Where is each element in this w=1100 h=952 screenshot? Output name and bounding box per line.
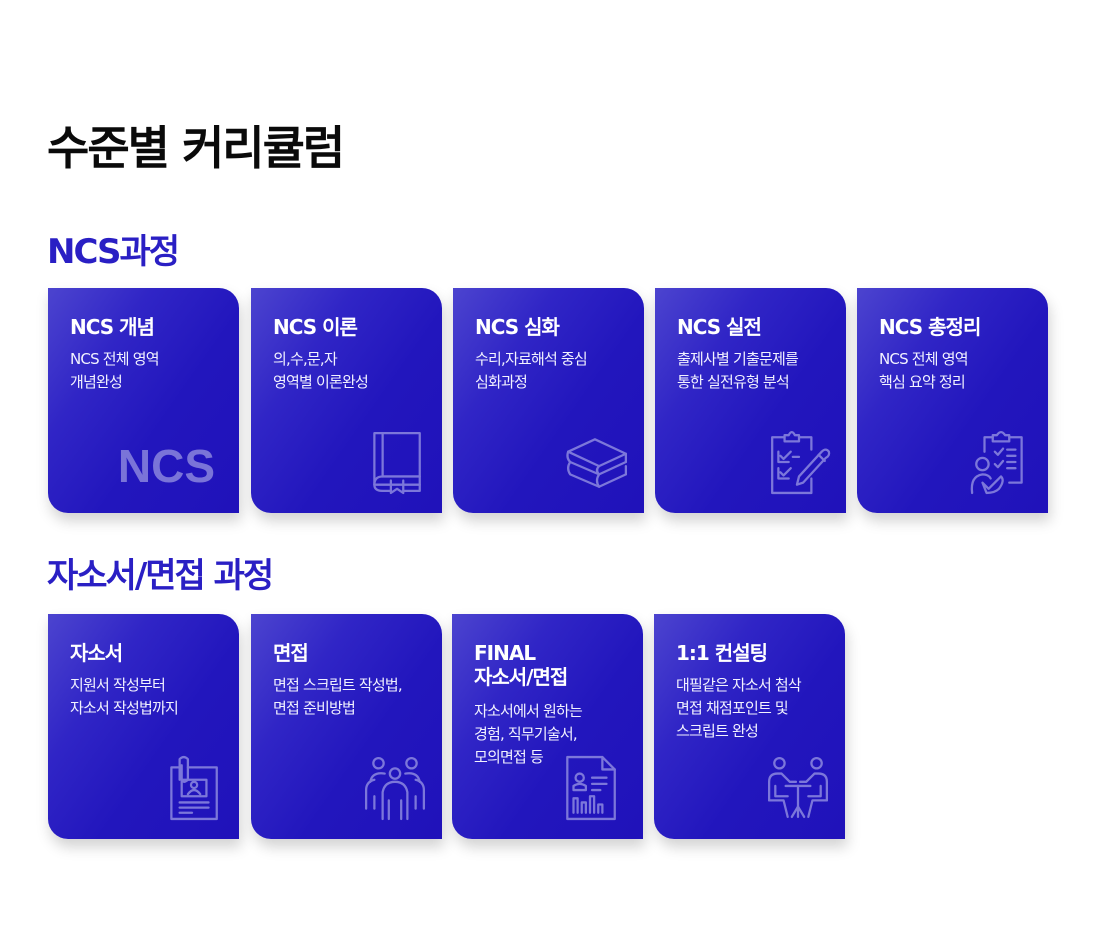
resume-clip-icon bbox=[159, 755, 225, 821]
card-ncs-concept[interactable]: NCS 개념 NCS 전체 영역 개념완성 NCS bbox=[48, 288, 239, 513]
card-description: 수리,자료해석 중심 심화과정 bbox=[475, 350, 588, 391]
ncs-watermark-icon: NCS bbox=[117, 440, 215, 492]
section-title-ncs: NCS과정 bbox=[47, 232, 180, 272]
stacked-books-icon bbox=[564, 429, 630, 495]
card-ncs-advanced[interactable]: NCS 심화 수리,자료해석 중심 심화과정 bbox=[453, 288, 644, 513]
card-description: 출제사별 기출문제를 통한 실전유형 분석 bbox=[677, 350, 799, 391]
card-final-cover-letter-interview[interactable]: FINAL 자소서/면접 자소서에서 원하는 경험, 직무기술서, 모의면접 등 bbox=[452, 614, 643, 839]
clipboard-pencil-icon bbox=[766, 429, 832, 495]
card-title: 자소서 bbox=[70, 641, 123, 665]
card-description: 지원서 작성부터 자소서 작성법까지 bbox=[70, 676, 179, 717]
card-interview[interactable]: 면접 면접 스크립트 작성법, 면접 준비방법 bbox=[251, 614, 442, 839]
card-title: 면접 bbox=[273, 641, 309, 665]
clipboard-person-icon bbox=[968, 429, 1034, 495]
card-title: NCS 이론 bbox=[273, 315, 358, 339]
card-one-on-one-consulting[interactable]: 1:1 컨설팅 대필같은 자소서 첨삭 면접 채점포인트 및 스크립트 완성 bbox=[654, 614, 845, 839]
consulting-table-icon bbox=[765, 755, 831, 821]
card-description: NCS 전체 영역 개념완성 bbox=[70, 350, 160, 391]
card-description: 자소서에서 원하는 경험, 직무기술서, 모의면접 등 bbox=[474, 702, 583, 766]
card-description: 면접 스크립트 작성법, 면접 준비방법 bbox=[273, 676, 403, 717]
card-description: 의,수,문,자 영역별 이론완성 bbox=[273, 350, 369, 391]
page-title: 수준별 커리큘럼 bbox=[47, 121, 345, 175]
card-title: NCS 실전 bbox=[677, 315, 762, 339]
card-title: FINAL 자소서/면접 bbox=[474, 641, 568, 689]
card-title: NCS 개념 bbox=[70, 315, 155, 339]
card-title: NCS 총정리 bbox=[879, 315, 981, 339]
card-title: 1:1 컨설팅 bbox=[676, 641, 768, 665]
card-cover-letter[interactable]: 자소서 지원서 작성부터 자소서 작성법까지 bbox=[48, 614, 239, 839]
section-title-interview: 자소서/면접 과정 bbox=[47, 556, 274, 596]
card-ncs-theory[interactable]: NCS 이론 의,수,문,자 영역별 이론완성 bbox=[251, 288, 442, 513]
book-icon bbox=[362, 429, 428, 495]
card-ncs-summary[interactable]: NCS 총정리 NCS 전체 영역 핵심 요약 정리 bbox=[857, 288, 1048, 513]
card-ncs-practice[interactable]: NCS 실전 출제사별 기출문제를 통한 실전유형 분석 bbox=[655, 288, 846, 513]
card-description: 대필같은 자소서 첨삭 면접 채점포인트 및 스크립트 완성 bbox=[676, 676, 802, 740]
card-description: NCS 전체 영역 핵심 요약 정리 bbox=[879, 350, 969, 391]
document-profile-chart-icon bbox=[557, 755, 623, 821]
group-people-icon bbox=[362, 755, 428, 821]
card-title: NCS 심화 bbox=[475, 315, 560, 339]
